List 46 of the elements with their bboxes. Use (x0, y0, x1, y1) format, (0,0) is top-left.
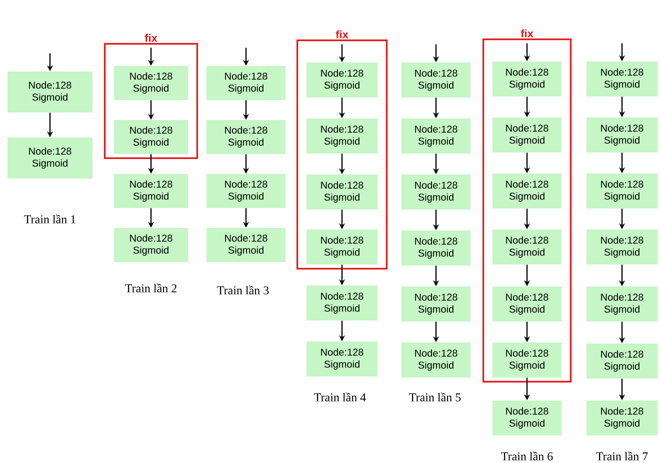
layer-box: Node:128 Sigmoid (402, 286, 470, 322)
layer-box: Node:128 Sigmoid (586, 286, 658, 322)
layer-box: Node:128 Sigmoid (492, 342, 562, 378)
layer-box: Node:128 Sigmoid (492, 62, 562, 96)
column-caption: Train lần 4 (314, 392, 366, 402)
column-caption: Train lần 3 (217, 286, 269, 294)
layer-box: Node:128 Sigmoid (402, 342, 470, 378)
column-caption: Train lần 5 (409, 392, 461, 402)
layer-box: Node:128 Sigmoid (114, 66, 188, 100)
layer-box: Node:128 Sigmoid (492, 174, 562, 208)
node-label: fix (336, 30, 348, 38)
layer-box: Node:128 Sigmoid (586, 62, 658, 96)
layer-box: Node:128 Sigmoid (586, 118, 658, 152)
layer-box: Node:128 Sigmoid (492, 230, 562, 264)
layer-box: Node:128 Sigmoid (206, 228, 286, 262)
layer-box: Node:128 Sigmoid (306, 286, 378, 320)
layer-box: Node:128 Sigmoid (306, 118, 378, 154)
layer-box: Node:128 Sigmoid (306, 174, 378, 210)
layer-box: Node:128 Sigmoid (206, 174, 286, 208)
layer-box: Node:128 Sigmoid (206, 66, 286, 100)
layer-box: Node:128 Sigmoid (114, 228, 188, 262)
layer-box: Node:128 Sigmoid (306, 62, 378, 98)
layer-box: Node:128 Sigmoid (114, 120, 188, 154)
layer-box: Node:128 Sigmoid (306, 342, 378, 376)
node-label: fix (520, 29, 534, 38)
column-caption: Train lần 6 (501, 452, 553, 460)
layer-box: Node:128 Sigmoid (402, 62, 470, 98)
node-label: fix (144, 34, 158, 42)
column-caption: Train lần 7 (596, 452, 648, 460)
column-caption: Train lần 1 (24, 214, 76, 224)
layer-box: Node:128 Sigmoid (306, 230, 378, 264)
layer-box: Node:128 Sigmoid (586, 400, 658, 436)
layer-box: Node:128 Sigmoid (402, 230, 470, 266)
layer-box: Node:128 Sigmoid (492, 118, 562, 152)
layer-box: Node:128 Sigmoid (586, 230, 658, 264)
column-caption: Train lần 2 (125, 284, 176, 292)
layer-box: Node:128 Sigmoid (206, 120, 286, 154)
layer-box: Node:128 Sigmoid (8, 138, 92, 178)
layer-box: Node:128 Sigmoid (402, 118, 470, 154)
layer-box: Node:128 Sigmoid (114, 174, 188, 208)
layer-box: Node:128 Sigmoid (586, 344, 658, 378)
layer-box: Node:128 Sigmoid (402, 174, 470, 210)
layer-box: Node:128 Sigmoid (586, 174, 658, 208)
layer-box: Node:128 Sigmoid (8, 72, 92, 112)
layer-box: Node:128 Sigmoid (492, 286, 562, 322)
layer-box: Node:128 Sigmoid (492, 400, 562, 436)
